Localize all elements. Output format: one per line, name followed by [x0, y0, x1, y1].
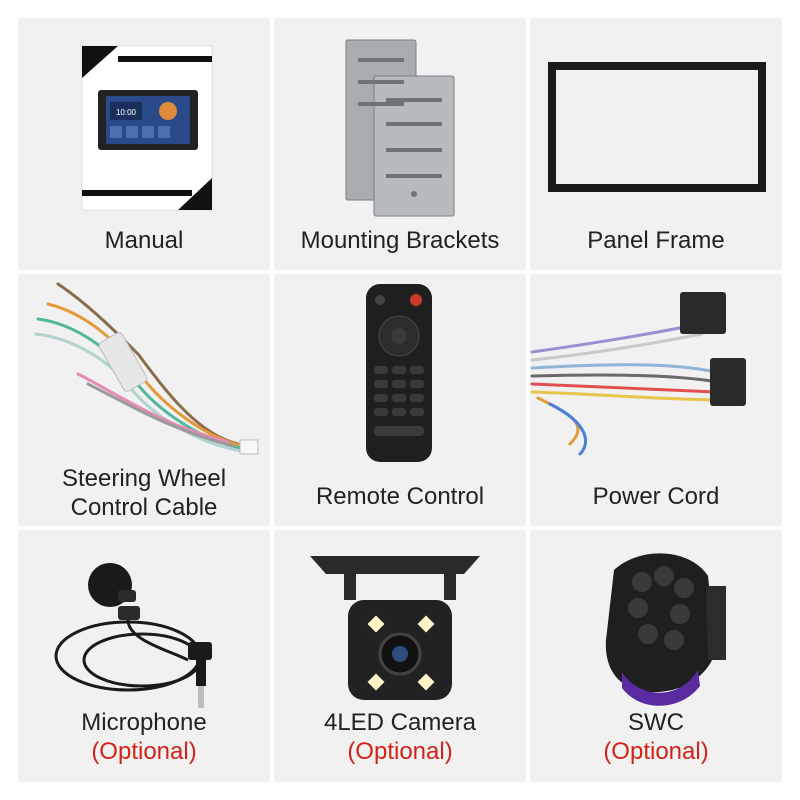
item-name: Manual: [104, 227, 184, 254]
item-label: Mounting Brackets: [274, 226, 526, 255]
item-mounting-brackets: Mounting Brackets: [274, 18, 526, 270]
item-name: Remote Control: [315, 483, 485, 510]
item-name: 4LED Camera: [323, 709, 477, 736]
item-label: Microphone (Optional): [18, 708, 270, 766]
item-name: Microphone: [81, 709, 207, 736]
manual-screen-time: 10:00: [116, 108, 137, 117]
item-label: Power Cord: [530, 482, 782, 511]
optional-badge: (Optional): [603, 738, 709, 765]
optional-badge: (Optional): [347, 738, 453, 765]
item-4led-camera: 4LED Camera (Optional): [274, 530, 526, 782]
remote-control-image: [274, 274, 526, 474]
panel-frame-image: [530, 18, 782, 218]
manual-image: 10:00: [18, 18, 270, 218]
swc-image: [530, 530, 782, 730]
item-panel-frame: Panel Frame: [530, 18, 782, 270]
item-swc: SWC (Optional): [530, 530, 782, 782]
item-label: Manual: [18, 226, 270, 255]
swc-cable-image: [18, 274, 270, 474]
item-power-cord: Power Cord: [530, 274, 782, 526]
item-label: SWC (Optional): [530, 708, 782, 766]
item-label: Steering Wheel Control Cable: [18, 464, 270, 522]
item-remote-control: Remote Control: [274, 274, 526, 526]
item-label: 4LED Camera (Optional): [274, 708, 526, 766]
item-label: Remote Control: [274, 482, 526, 511]
microphone-image: [18, 530, 270, 730]
item-name-line2: Control Cable: [70, 494, 218, 521]
item-name: SWC: [628, 709, 684, 736]
camera-image: [274, 530, 526, 730]
item-name: Mounting Brackets: [300, 227, 500, 254]
item-name: Power Cord: [592, 483, 720, 510]
optional-badge: (Optional): [91, 738, 197, 765]
item-name-line1: Steering Wheel: [61, 465, 227, 492]
accessory-grid: 10:00 Manual: [18, 18, 782, 782]
item-microphone: Microphone (Optional): [18, 530, 270, 782]
power-cord-image: [530, 274, 782, 474]
mounting-brackets-image: [274, 18, 526, 218]
item-steering-wheel-control-cable: Steering Wheel Control Cable: [18, 274, 270, 526]
item-manual: 10:00 Manual: [18, 18, 270, 270]
item-label: Panel Frame: [530, 226, 782, 255]
item-name: Panel Frame: [587, 227, 725, 254]
